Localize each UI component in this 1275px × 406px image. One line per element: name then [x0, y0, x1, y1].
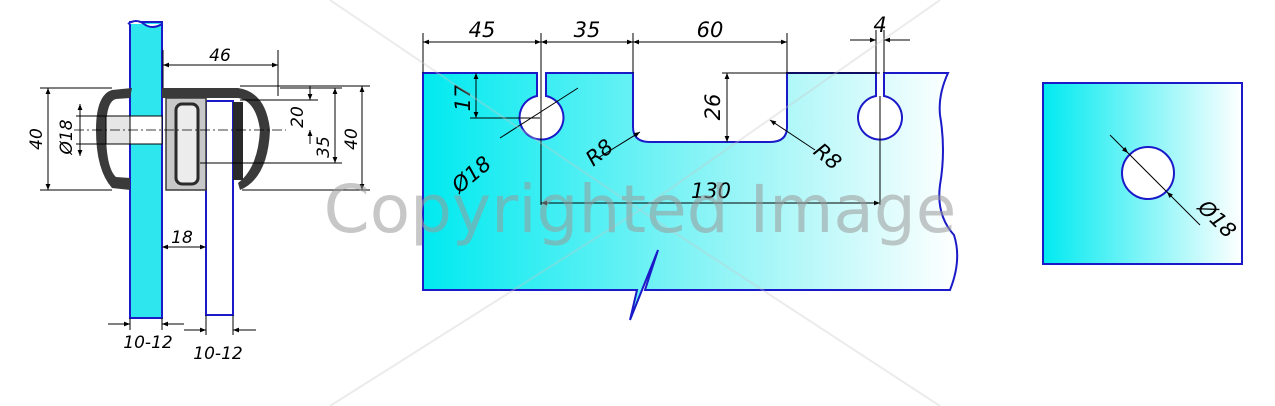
watermark — [329, 0, 941, 406]
dim-glass-b-label: 10-12 — [193, 344, 242, 364]
dim-35-cutout-label: 35 — [574, 18, 601, 42]
dim-35-label: 35 — [314, 136, 334, 158]
dim-45-label: 45 — [469, 18, 496, 42]
hole-view: Ø18 — [1042, 82, 1243, 265]
glass-panel-main — [129, 21, 163, 319]
dim-40-right-label: 40 — [342, 128, 362, 150]
dim-26-label: 26 — [701, 94, 725, 121]
dim-17-label: 17 — [451, 84, 475, 111]
glass-panel-second — [205, 100, 234, 316]
clamp-cover-pad — [233, 102, 243, 180]
clamp-gasket — [174, 102, 200, 186]
dim-40-left-label: 40 — [27, 128, 47, 150]
side-view: 46 40 Ø18 20 35 40 18 10-12 — [27, 20, 370, 364]
dim-130-label: 130 — [691, 179, 731, 203]
cutout-view: 45 35 60 4 17 26 Ø18 R8 R8 130 — [422, 13, 959, 321]
dim-d18-side-label: Ø18 — [57, 119, 77, 155]
dim-20-label: 20 — [288, 106, 308, 128]
dim-18-label: 18 — [171, 228, 193, 248]
glass-cutout-panel — [422, 72, 959, 321]
dim-60-label: 60 — [697, 18, 724, 42]
watermark-text: Copyrighted Image — [324, 171, 957, 248]
dim-4-label: 4 — [873, 13, 886, 37]
glass-panel-break — [127, 20, 163, 28]
clamp-body — [96, 88, 132, 190]
dim-glass-a-label: 10-12 — [123, 333, 172, 353]
dim-46-label: 46 — [209, 46, 231, 66]
